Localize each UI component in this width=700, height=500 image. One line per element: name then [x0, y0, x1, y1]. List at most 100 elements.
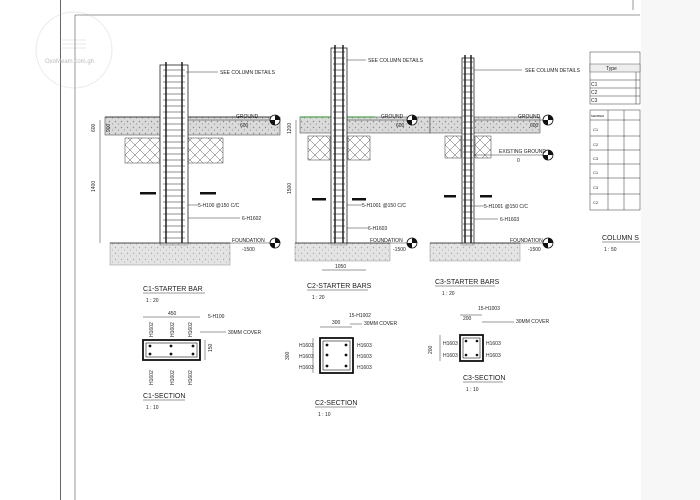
c2-foundation-label: FOUNDATION	[370, 238, 403, 244]
s3-outline	[459, 334, 484, 362]
s3-cover: 30MM COVER	[516, 319, 549, 325]
s1-bar	[148, 352, 152, 356]
s1-cover: 30MM COVER	[228, 330, 261, 336]
c1-foundation-level-symbol	[269, 237, 281, 249]
s2-bar-label: H1603	[357, 365, 372, 371]
schedule-member-row: C3	[593, 156, 599, 161]
s1-bar-label: H1602	[170, 370, 176, 385]
c1-block-right	[187, 137, 224, 164]
type-table-header	[589, 63, 641, 73]
watermark-logo	[35, 11, 113, 89]
c2-block-left	[307, 135, 331, 161]
s3-bar-label: H1603	[486, 341, 501, 347]
s1-bar-label: H1602	[188, 322, 194, 337]
c3-ties-label: 5-H1001 @150 C/C	[484, 204, 528, 210]
c3-block-left	[444, 135, 462, 159]
s3-bar	[475, 353, 479, 357]
s1-title: C1-SECTION	[143, 393, 185, 400]
c2-marker-right	[352, 198, 366, 201]
c3-foundation-level-symbol	[542, 237, 554, 249]
s3-bar-label: H1603	[443, 353, 458, 359]
s1-outline	[142, 339, 201, 361]
c3-existing-ground-level: 0	[517, 158, 520, 164]
c1-ground-level-symbol	[269, 114, 281, 126]
c2-title: C2-STARTER BARS	[307, 283, 372, 290]
c1-dim-top: 600	[91, 123, 97, 132]
c3-foundation-soil	[429, 242, 521, 262]
c3-marker-left	[444, 195, 456, 198]
c2-see-column-details: SEE COLUMN DETAILS	[368, 58, 424, 64]
s3-scale: 1 : 10	[466, 387, 479, 393]
s3-bar-label: H1603	[443, 341, 458, 347]
c2-bars-label: 6-H1603	[368, 226, 387, 232]
c1-foundation-level: -1500	[242, 247, 255, 253]
s2-bar	[325, 364, 329, 368]
s3-tie	[462, 337, 481, 359]
c3-existing-ground-label: EXISTING GROUND	[499, 149, 546, 155]
c1-block-left	[124, 137, 161, 164]
s1-bar-label: H1602	[188, 370, 194, 385]
column-schedule	[589, 51, 641, 211]
s1-bar	[148, 344, 152, 348]
s2-bar	[344, 364, 348, 368]
s1-bar	[191, 344, 195, 348]
c1-marker-left	[140, 192, 156, 195]
s1-tie	[145, 342, 198, 358]
s2-bar	[344, 353, 348, 357]
c1-title: C1-STARTER BAR	[143, 286, 203, 293]
c1-dim-mid: 1400	[91, 181, 97, 192]
c1-starter-bar-elevation	[99, 62, 281, 266]
right-margin	[640, 0, 700, 500]
s1-bar	[191, 352, 195, 356]
s1-ties: 5-H100	[208, 314, 225, 320]
c2-ties	[333, 51, 345, 239]
c2-ground-label: GROUND	[381, 114, 404, 120]
c3-bars-label: 6-H1603	[500, 217, 519, 223]
c3-existing-ground-level-symbol	[542, 149, 554, 161]
s3-title: C3-SECTION	[463, 375, 505, 382]
watermark-text: OxoMeam.com.gh	[45, 59, 94, 65]
c2-scale: 1 : 20	[312, 295, 325, 301]
s1-width: 450	[168, 311, 177, 317]
c2-section-drawing	[312, 323, 362, 374]
schedule-member-row: C1	[593, 170, 599, 175]
c1-ground-level: 600	[240, 123, 249, 129]
schedule-type-row: C2	[591, 90, 598, 96]
c2-block-right	[347, 135, 371, 161]
s1-bar-label: H1602	[149, 322, 155, 337]
c1-scale: 1 : 20	[146, 298, 159, 304]
s3-bar	[475, 339, 479, 343]
s2-bar-label: H1603	[299, 354, 314, 360]
s2-width: 300	[332, 320, 341, 326]
s1-bar	[169, 352, 173, 356]
c3-foundation-level: -1500	[528, 247, 541, 253]
s2-bar-label: H1603	[299, 343, 314, 349]
c2-dim-top: 1200	[287, 123, 293, 134]
c1-dim-small: 900	[106, 123, 112, 132]
s2-cover: 30MM COVER	[364, 321, 397, 327]
schedule-type-row: C3	[591, 98, 598, 104]
c3-see-column-details: SEE COLUMN DETAILS	[525, 68, 581, 74]
c3-title: C3-STARTER BARS	[435, 279, 500, 286]
c3-starter-bars-elevation	[429, 55, 554, 262]
c2-foundation-level: -1500	[393, 247, 406, 253]
c3-ground-label: GROUND	[518, 114, 541, 120]
s1-scale: 1 : 10	[146, 405, 159, 411]
c3-ties	[463, 61, 473, 237]
schedule-member-row: C1	[593, 127, 599, 132]
c3-section-drawing	[439, 314, 514, 362]
c2-ties-label: 5-H1001 @150 C/C	[362, 203, 406, 209]
c1-bars-label: 6-H1602	[242, 216, 261, 222]
s2-bar-label: H1603	[357, 354, 372, 360]
s3-bar	[464, 339, 468, 343]
c2-dim-base: 1050	[335, 264, 346, 270]
s3-ties: 15-H1003	[478, 306, 500, 312]
s2-bar	[325, 353, 329, 357]
c3-scale: 1 : 20	[442, 291, 455, 297]
member-table	[589, 109, 641, 211]
c2-dim-mid: 1500	[287, 183, 293, 194]
s2-scale: 1 : 10	[318, 412, 331, 418]
s2-bar	[344, 343, 348, 347]
